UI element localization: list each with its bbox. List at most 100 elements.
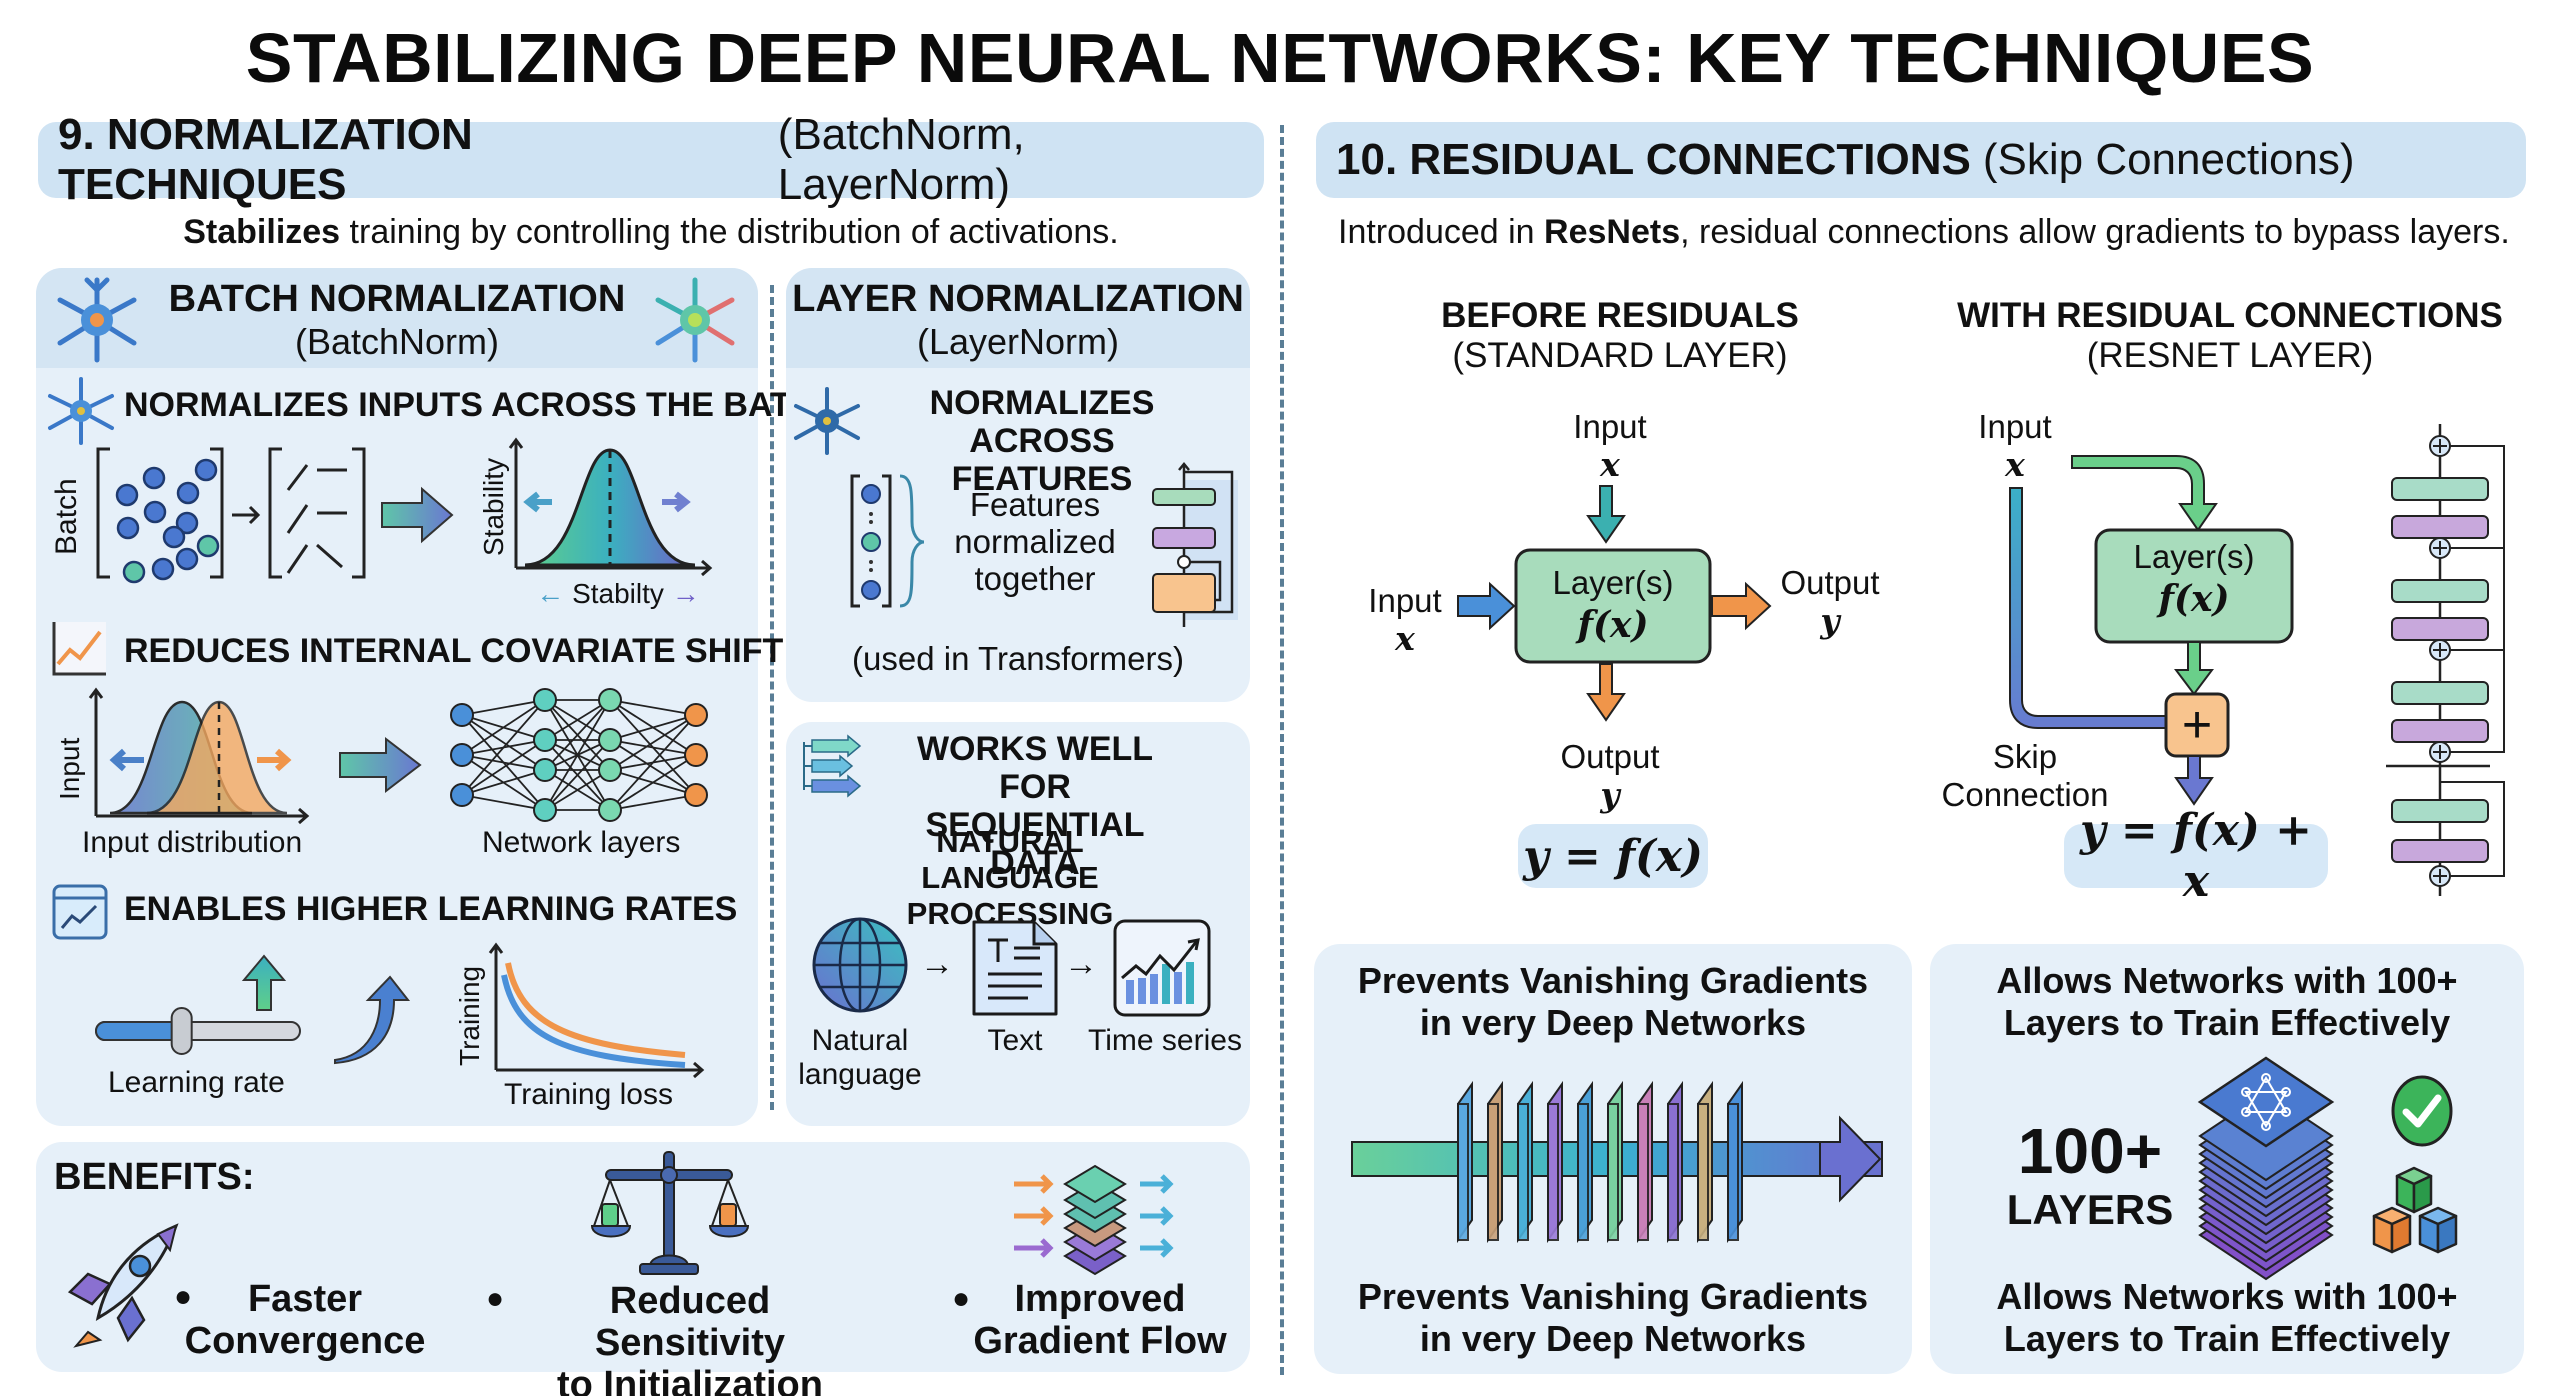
nlp-heading-line1: NATURAL LANGUAGE: [921, 824, 1099, 895]
resnet-block: [2391, 839, 2489, 863]
nn-node: [533, 688, 557, 712]
residual-subtitle: Introduced in ResNets, residual connecti…: [1338, 213, 2510, 252]
nn-node: [450, 743, 474, 767]
residual-header-rest: (Skip Connections): [1982, 135, 2355, 184]
nn-edge: [461, 754, 546, 771]
deep-bottom-line2: Layers to Train Effectively: [2003, 1318, 2451, 1359]
before-subtitle: (STANDARD LAYER): [1452, 336, 1788, 375]
bullet-icon: ●: [174, 1280, 193, 1313]
features-line3: together: [974, 560, 1096, 597]
before-input-top: Input x: [1530, 408, 1690, 484]
nn-node: [684, 703, 708, 727]
standard-layer-diagram: [1457, 485, 1772, 722]
resnet-block: [2391, 477, 2489, 501]
neuron-icon: [57, 277, 137, 363]
add-node-icon: [2429, 435, 2451, 457]
features-line2: normalized: [954, 523, 1116, 560]
nn-edge: [609, 739, 697, 796]
with-title: WITH RESIDUAL CONNECTIONS: [1957, 296, 2503, 335]
layernorm-note: (used in Transformers): [852, 640, 1184, 677]
input-left-label: Input: [1368, 582, 1442, 619]
nn-node: [598, 798, 622, 822]
nn-node: [533, 728, 557, 752]
deep-top-line1: Allows Networks with 100+: [1996, 960, 2458, 1001]
vanishing-top-line2: in very Deep Networks: [1419, 1002, 1807, 1043]
benefits-heading: BENEFITS:: [54, 1156, 255, 1198]
input-distribution-caption: Input distribution: [82, 826, 303, 859]
globe-icon: [812, 917, 908, 1013]
nn-node: [450, 783, 474, 807]
section-divider: [1280, 125, 1284, 1375]
nn-edge: [461, 699, 546, 796]
layernorm-card-header: LAYER NORMALIZATION (LayerNorm): [786, 268, 1250, 368]
card-divider: [770, 285, 774, 1110]
with-residuals-title: WITH RESIDUAL CONNECTIONS (RESNET LAYER): [1940, 296, 2520, 376]
covariate-shift-distributions: [88, 687, 310, 825]
deep-top-text: Allows Networks with 100+ Layers to Trai…: [1930, 960, 2524, 1044]
layer-slab-front: [1517, 1103, 1529, 1241]
benefit-1-line1: Faster: [247, 1278, 363, 1320]
text-label: Text: [987, 1024, 1043, 1057]
layernorm-heading-line2: FEATURES: [951, 460, 1133, 498]
learning-rate-slider: [95, 954, 301, 1055]
batchnorm-card-header: BATCH NORMALIZATION (BatchNorm): [36, 268, 758, 368]
layer-slab-front: [1457, 1103, 1469, 1241]
feature-vector-icon: [850, 474, 925, 608]
normalization-header-rest: (BatchNorm, LayerNorm): [777, 110, 1025, 209]
sequence-arrows-icon: [803, 734, 862, 798]
output-bottom-var: y: [1600, 775, 1620, 814]
nn-edge: [461, 739, 546, 796]
layernorm-subtitle: (LayerNorm): [916, 321, 1120, 362]
with-layer-box-function: f(x): [2158, 578, 2230, 620]
network-layers-caption: Network layers: [482, 826, 681, 859]
residual-layer-diagram: [2009, 455, 2294, 806]
output-right-label: Output: [1780, 564, 1880, 601]
before-input-left: Input x: [1355, 582, 1455, 658]
benefit-3-line2: Gradient Flow: [973, 1320, 1227, 1362]
stability-x-label: ← Stabilty →: [536, 578, 700, 609]
deep-bottom-line1: Allows Networks with 100+: [1996, 1276, 2458, 1317]
features-line1: Features: [969, 486, 1101, 523]
batchnorm-card: BATCH NORMALIZATION (BatchNorm): [36, 268, 758, 1126]
add-node-icon: [2429, 639, 2451, 661]
nn-edge: [609, 699, 697, 716]
before-residuals-title: BEFORE RESIDUALS (STANDARD LAYER): [1380, 296, 1860, 376]
resnet-block: [2391, 799, 2489, 823]
sequential-heading-line2: SEQUENTIAL DATA: [925, 806, 1145, 882]
training-loss-caption: Training loss: [504, 1078, 673, 1111]
skip-line2: Connection: [1941, 776, 2109, 813]
with-subtitle: (RESNET LAYER): [2086, 336, 2374, 375]
sequential-heading: WORKS WELL FOR SEQUENTIAL DATA: [880, 730, 1190, 882]
sequential-heading-line1: WORKS WELL FOR: [916, 730, 1154, 806]
before-output-bottom: Output y: [1530, 738, 1690, 814]
natural-language-line1: Natural: [811, 1024, 909, 1057]
nn-edge: [544, 739, 611, 811]
skip-connection-label: Skip Connection: [1930, 738, 2120, 814]
network-glyph-icon: [2241, 1073, 2291, 1131]
with-formula: y = f(x) + x: [2064, 805, 2328, 907]
nn-node: [598, 688, 622, 712]
balance-scale-icon: [590, 1151, 750, 1275]
nn-edge: [609, 714, 697, 811]
nn-node: [533, 798, 557, 822]
layer-slab-front: [1637, 1103, 1649, 1241]
nn-edge: [609, 754, 697, 811]
nn-edge: [544, 699, 611, 741]
layer-slab-front: [1547, 1103, 1559, 1241]
input-top-label: Input: [1573, 408, 1647, 445]
benefit-2-line2: to Initialization: [557, 1364, 823, 1396]
rocket-icon: [67, 1223, 179, 1348]
deep-top-line2: Layers to Train Effectively: [2003, 1002, 2451, 1043]
subtitle-rest: training by controlling the distribution…: [349, 213, 1119, 251]
nn-edge: [609, 714, 697, 771]
neural-network-illustration: [450, 688, 708, 822]
document-icon: [972, 920, 1058, 1016]
resnet-block: [2391, 681, 2489, 705]
with-input-label: Input: [1978, 408, 2052, 445]
nn-edge: [609, 739, 697, 756]
before-formula: y = f(x): [1518, 824, 1708, 888]
vanishing-bottom-line2: in very Deep Networks: [1419, 1318, 1807, 1359]
natural-language-label: Natural language: [790, 1024, 930, 1092]
skip-line: [2440, 781, 2505, 877]
batch-point2-heading: REDUCES INTERNAL COVARIATE SHIFT: [124, 632, 784, 670]
